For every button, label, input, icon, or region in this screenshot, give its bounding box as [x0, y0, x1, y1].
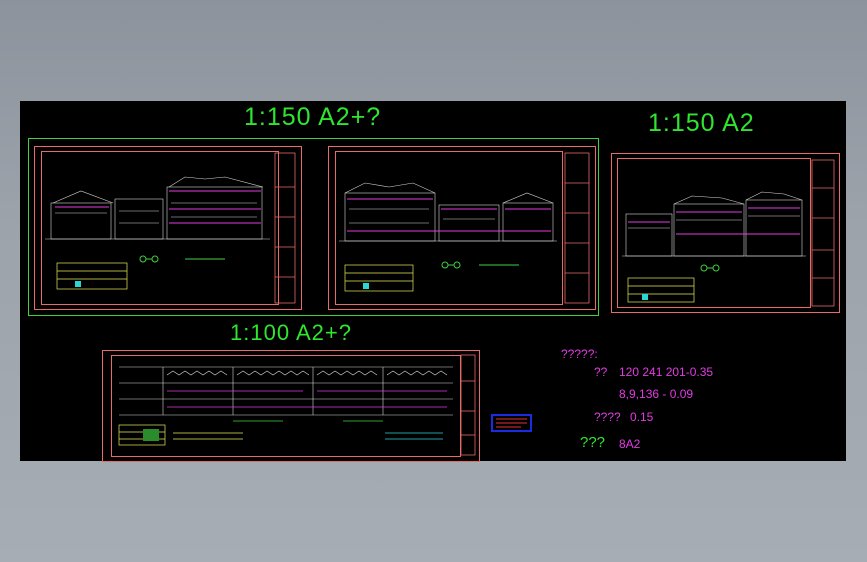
notes-row1-value: 120 241 201-0.35 — [619, 365, 714, 379]
notes-row2-value: 8,9,136 - 0.09 — [619, 387, 694, 401]
sheet-4-inner-frame — [111, 355, 461, 457]
sheet-2-elevation-drawing — [339, 152, 590, 304]
cad-drawing-canvas[interactable]: 1:150 A2+? 1:150 A2 1:100 A2+? — [20, 101, 846, 462]
notes-row1-marker: ?? — [594, 365, 608, 379]
notes-heading: ?????: — [561, 347, 598, 361]
scale-title-bottom: 1:100 A2+? — [230, 320, 352, 345]
drawing-sheet-2[interactable] — [328, 146, 596, 310]
sheet-2-inner-frame — [335, 151, 563, 305]
sheet-1-inner-frame — [41, 151, 279, 305]
notes-row3-marker: ???? — [594, 410, 621, 424]
scale-title-top-left: 1:150 A2+? — [244, 103, 382, 131]
drawing-sheet-4[interactable] — [102, 350, 480, 462]
sheet-3-inner-frame — [617, 158, 811, 308]
notes-row4-value: 8A2 — [619, 437, 641, 451]
sheet-3-elevation-drawing — [622, 159, 835, 307]
sheet-4-section-drawing — [118, 354, 476, 456]
blue-stamp — [491, 414, 532, 432]
sheet-group-frame — [28, 138, 599, 316]
drawing-sheet-3[interactable] — [611, 153, 840, 313]
sheet-1-elevation-drawing — [45, 152, 296, 304]
drawing-sheet-1[interactable] — [34, 146, 302, 310]
notes-row3-value: 0.15 — [630, 410, 654, 424]
scale-title-top-right: 1:150 A2 — [648, 109, 755, 137]
notes-row4-marker: ??? — [580, 434, 606, 451]
